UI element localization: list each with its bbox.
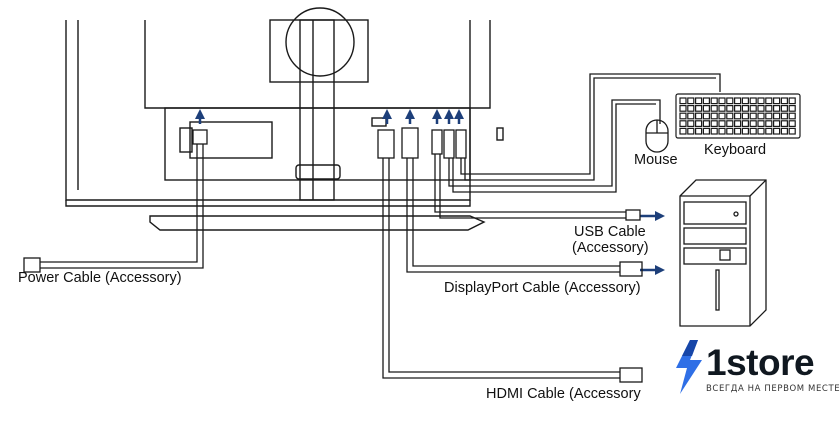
keyboard-key [718, 104, 726, 112]
keyboard-key [710, 97, 718, 105]
keyboard-key [757, 127, 765, 135]
keyboard-key [780, 104, 789, 112]
keyboard-key [687, 127, 695, 135]
keyboard-key [733, 97, 742, 105]
keyboard-key [726, 127, 734, 135]
keyboard-key [772, 120, 781, 128]
mouse-label: Mouse [634, 152, 678, 168]
keyboard-key [687, 97, 695, 105]
keyboard-key [741, 120, 750, 128]
cables [23, 73, 721, 383]
keyboard-key [765, 112, 773, 120]
keyboard-key [718, 97, 726, 105]
keyboard-key [702, 127, 711, 135]
keyboard-key [687, 120, 695, 128]
keyboard-key [679, 120, 687, 128]
keyboard-key [741, 127, 750, 135]
keyboard-key [765, 104, 773, 112]
keyboard-key [741, 112, 750, 120]
keyboard-key [710, 127, 718, 135]
keyboard-key [757, 120, 765, 128]
keyboard-key [710, 120, 718, 128]
keyboard-key [687, 104, 695, 112]
keyboard-key [765, 97, 773, 105]
usb-cable-label-line2: (Accessory) [572, 240, 649, 256]
keyboard-key [749, 127, 757, 135]
keyboard-key [780, 112, 789, 120]
keyboard-key [749, 104, 757, 112]
keyboard-key [679, 112, 687, 120]
keyboard-icon [675, 93, 801, 139]
hdmi-cable-label: HDMI Cable (Accessory [486, 386, 641, 402]
keyboard-key [679, 97, 687, 105]
keyboard-key [749, 120, 757, 128]
keyboard-key [788, 97, 796, 105]
keyboard-key [702, 97, 711, 105]
keyboard-key [733, 112, 742, 120]
keyboard-key [780, 97, 789, 105]
keyboard-key [726, 104, 734, 112]
logo-bolt-icon [676, 340, 702, 394]
logo-tagline: ВСЕГДА НА ПЕРВОМ МЕСТЕ [706, 384, 840, 394]
keyboard-key [694, 127, 703, 135]
keyboard-key [710, 112, 718, 120]
keyboard-key [749, 112, 757, 120]
displayport-cable-label: DisplayPort Cable (Accessory) [444, 280, 641, 296]
keyboard-label: Keyboard [704, 142, 767, 158]
keyboard-key [765, 120, 773, 128]
keyboard-key [749, 97, 757, 105]
keyboard-key [741, 97, 750, 105]
keyboard-key [687, 112, 695, 120]
keyboard-key [710, 104, 718, 112]
keyboard-key [702, 112, 711, 120]
keyboard-key [780, 127, 789, 135]
keyboard-key [726, 112, 734, 120]
keyboard-key [679, 127, 687, 135]
store-logo: 1store ВСЕГДА НА ПЕРВОМ МЕСТЕ [672, 338, 840, 398]
keyboard-key [718, 120, 726, 128]
keyboard-key [718, 127, 726, 135]
keyboard-key [718, 112, 726, 120]
keyboard-key [780, 120, 789, 128]
logo-text: 1store [706, 342, 815, 383]
keyboard-key [772, 104, 781, 112]
keyboard-key [788, 120, 796, 128]
keyboard-key [694, 120, 703, 128]
keyboard-key [694, 104, 703, 112]
monitor-back [65, 7, 504, 231]
keyboard-key [788, 127, 796, 135]
keyboard-key [733, 104, 742, 112]
mouse-icon [645, 119, 669, 153]
keyboard-key [772, 127, 781, 135]
keyboard-key [772, 112, 781, 120]
keyboard-key [757, 97, 765, 105]
keyboard-key [694, 112, 703, 120]
keyboard-key [702, 120, 711, 128]
keyboard-key [702, 104, 711, 112]
keyboard-key [679, 104, 687, 112]
keyboard-key [726, 97, 734, 105]
usb-cable-label-line1: USB Cable [574, 224, 646, 240]
pc-tower-icon [679, 179, 767, 327]
power-cable-label: Power Cable (Accessory) [18, 270, 182, 286]
keyboard-key [757, 104, 765, 112]
keyboard-key [788, 104, 796, 112]
keyboard-key [733, 127, 742, 135]
keyboard-key [765, 127, 773, 135]
keyboard-key [733, 120, 742, 128]
keyboard-key [772, 97, 781, 105]
port-arrows [195, 109, 665, 275]
keyboard-key [788, 112, 796, 120]
keyboard-key [726, 120, 734, 128]
keyboard-key [741, 104, 750, 112]
keyboard-key [694, 97, 703, 105]
keyboard-key [757, 112, 765, 120]
